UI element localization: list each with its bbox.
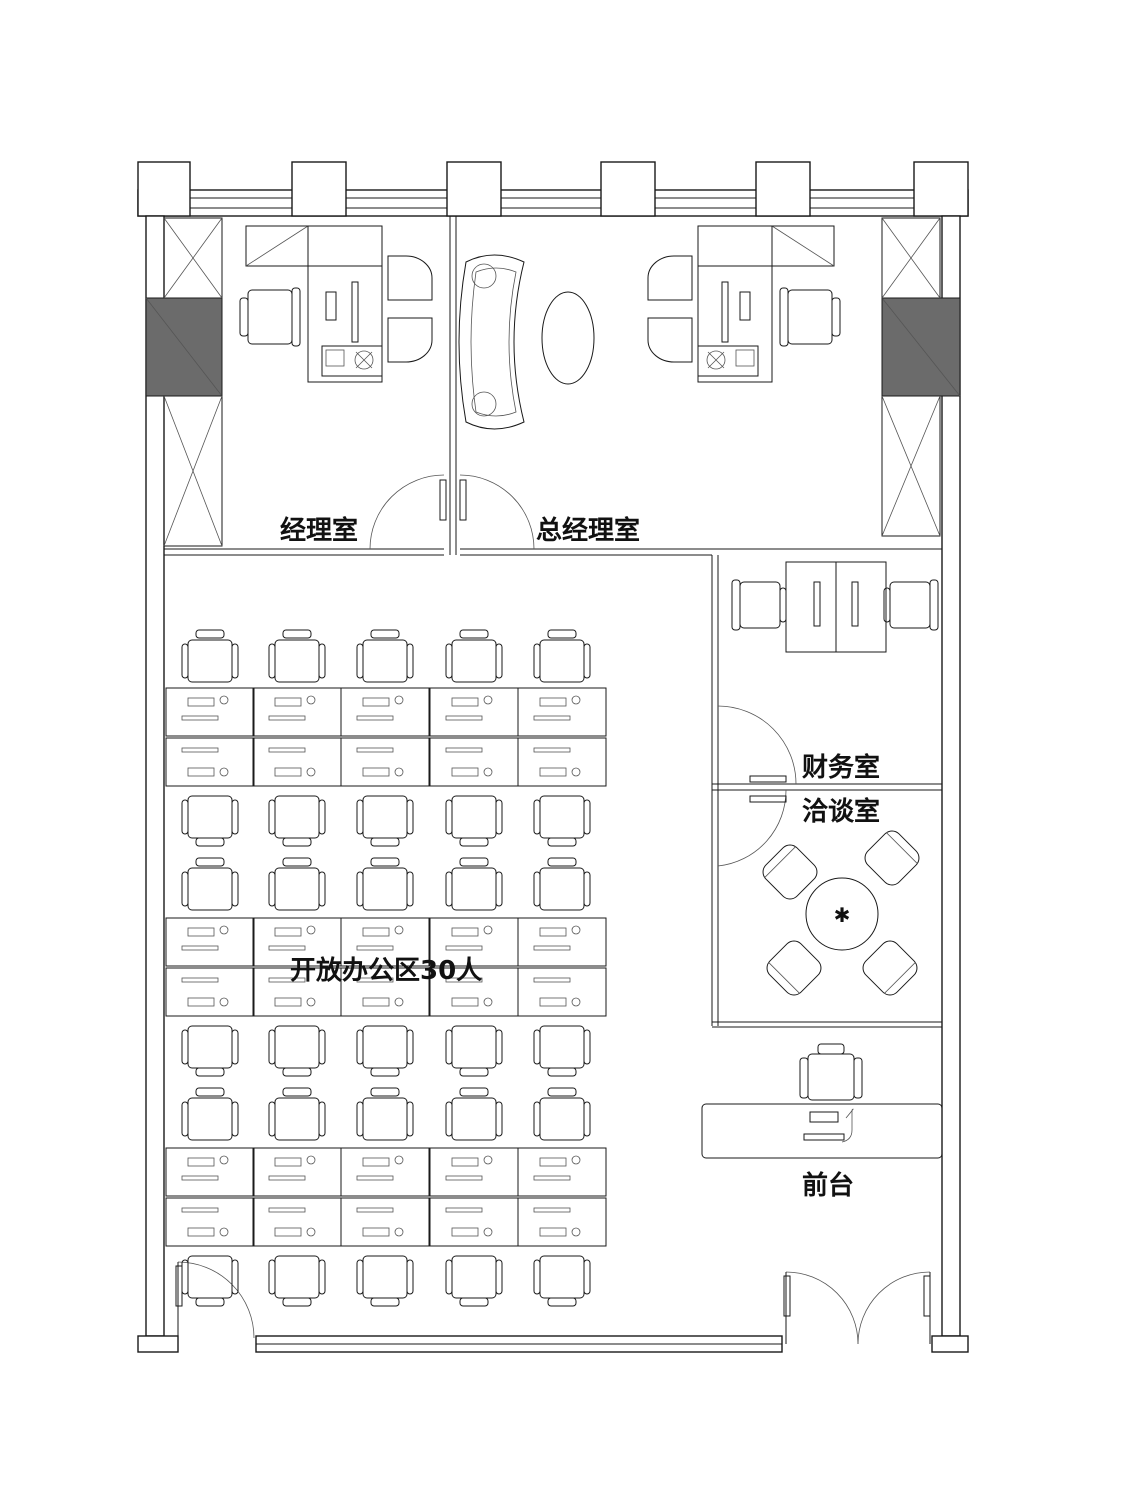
workstation-desk (517, 687, 607, 737)
workstation-desk (165, 967, 255, 1017)
office-chair-icon (356, 629, 414, 683)
office-chair-icon (268, 795, 326, 847)
workstation-desk (165, 687, 255, 737)
office-chair-icon (181, 857, 239, 911)
workstation-desk (252, 687, 342, 737)
office-chair-icon (533, 795, 591, 847)
exterior-walls (137, 161, 969, 1353)
office-chair-icon (445, 1025, 503, 1077)
meeting-room-furniture: ✱ (762, 830, 920, 996)
workstation-desk (340, 967, 430, 1017)
gm-office-furniture (458, 225, 841, 430)
office-chair-icon (445, 795, 503, 847)
label-open-office: 开放办公区30人 (290, 955, 482, 986)
workstation-desk (340, 1197, 430, 1247)
manager-office-furniture (239, 225, 433, 383)
finance-room-furniture (731, 561, 939, 653)
workstation-desk (340, 1147, 430, 1197)
open-office-workstations (165, 629, 607, 1307)
office-chair-icon (181, 795, 239, 847)
office-chair-icon (533, 629, 591, 683)
label-general-manager-office: 总经理室 (536, 515, 640, 546)
workstation-desk (429, 737, 519, 787)
workstation-desk (252, 737, 342, 787)
office-chair-icon (268, 1025, 326, 1077)
label-finance-room: 财务室 (802, 752, 880, 783)
label-manager-office: 经理室 (280, 515, 358, 546)
label-meeting-room: 洽谈室 (802, 796, 880, 827)
workstation-desk (252, 1147, 342, 1197)
svg-text:✱: ✱ (834, 903, 851, 927)
workstation-desk (165, 737, 255, 787)
office-chair-icon (181, 1025, 239, 1077)
workstation-desk (165, 1147, 255, 1197)
workstation-desk (517, 1197, 607, 1247)
office-chair-icon (268, 1255, 326, 1307)
office-chair-icon (356, 1025, 414, 1077)
office-chair-icon (181, 1255, 239, 1307)
workstation-desk (517, 967, 607, 1017)
office-chair-icon (181, 1087, 239, 1141)
office-chair-icon (533, 857, 591, 911)
workstation-desk (517, 917, 607, 967)
office-chair-icon (268, 629, 326, 683)
office-chair-icon (445, 629, 503, 683)
office-chair-icon (445, 857, 503, 911)
workstation-desk (517, 1147, 607, 1197)
workstation-desk (165, 1197, 255, 1247)
office-chair-icon (181, 629, 239, 683)
office-chair-icon (356, 1255, 414, 1307)
workstation-desk (517, 737, 607, 787)
office-chair-icon (533, 1255, 591, 1307)
office-chair-icon (445, 1255, 503, 1307)
workstation-desk (429, 687, 519, 737)
workstation-desk (429, 1147, 519, 1197)
storage-cabinets (163, 217, 941, 547)
office-chair-icon (356, 795, 414, 847)
room-labels: 经理室 总经理室 财务室 洽谈室 开放办公区30人 前台 (280, 515, 880, 1201)
office-chair-icon (445, 1087, 503, 1141)
office-chair-icon (268, 1087, 326, 1141)
office-chair-icon (533, 1025, 591, 1077)
workstation-desk (340, 737, 430, 787)
workstation-desk (165, 917, 255, 967)
workstation-desk (252, 1197, 342, 1247)
office-chair-icon (268, 857, 326, 911)
workstation-desk (340, 917, 430, 967)
reception-desk (701, 1043, 943, 1159)
office-chair-icon (356, 1087, 414, 1141)
office-chair-icon (356, 857, 414, 911)
workstation-desk (340, 687, 430, 737)
columns (145, 297, 961, 397)
office-chair-icon (533, 1087, 591, 1141)
label-reception: 前台 (802, 1170, 854, 1201)
partitions (163, 216, 942, 1336)
workstation-desk (429, 1197, 519, 1247)
